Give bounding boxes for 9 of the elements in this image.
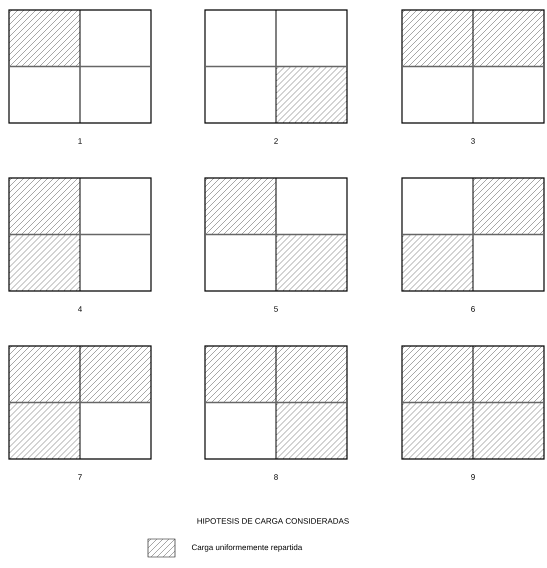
- load-panel-drawing: [8, 177, 152, 292]
- load-panel-drawing: [401, 345, 545, 460]
- load-panel-drawing: [204, 9, 348, 124]
- load-panel-drawing: [8, 9, 152, 124]
- load-panel-drawing: [401, 9, 545, 124]
- load-panel-drawing: [204, 177, 348, 292]
- load-panel-drawing: [8, 345, 152, 460]
- load-panel-drawing: [401, 177, 545, 292]
- load-panel-drawing: [204, 345, 348, 460]
